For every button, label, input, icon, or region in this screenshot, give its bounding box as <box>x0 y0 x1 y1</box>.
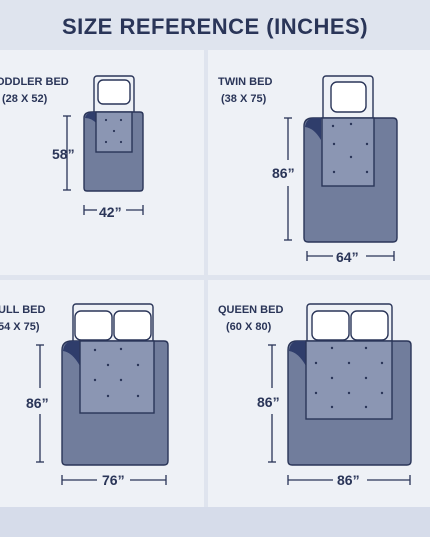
full-blanket-fold <box>63 341 80 366</box>
twin-mattress <box>321 117 375 187</box>
page-title: SIZE REFERENCE (INCHES) <box>61 14 369 39</box>
twin-width-dim: 64” <box>336 249 359 265</box>
toddler-name: ODDLER BED <box>0 76 69 88</box>
queen-width-dim: 86” <box>337 472 360 488</box>
queen-label: QUEEN BED (60 X 80) <box>218 302 283 336</box>
toddler-height-dim: 58” <box>52 146 75 162</box>
queen-bed <box>268 303 412 485</box>
toddler-blanket-fold <box>85 112 97 124</box>
queen-name: QUEEN BED <box>218 304 284 316</box>
full-width-dim: 76” <box>102 472 125 488</box>
full-height-dim: 86” <box>26 395 49 411</box>
queen-pillow-right <box>350 310 389 341</box>
toddler-width-dim: 42” <box>99 204 122 220</box>
twin-bed <box>284 75 398 261</box>
twin-label: TWIN BED (38 X 75) <box>218 74 272 108</box>
queen-blanket-fold <box>289 341 306 366</box>
twin-name: TWIN BED <box>218 76 273 88</box>
twin-pillow <box>330 81 367 113</box>
toddler-pillow <box>97 79 131 105</box>
full-size: 54 X 75) <box>0 321 40 333</box>
full-bed <box>36 303 169 485</box>
toddler-bed <box>63 75 144 215</box>
full-label: ULL BED 54 X 75) <box>0 302 45 336</box>
full-name: ULL BED <box>0 304 46 316</box>
toddler-mattress <box>95 111 133 153</box>
queen-height-dim: 86” <box>257 394 280 410</box>
toddler-size: (28 X 52) <box>2 93 48 105</box>
full-pillow-right <box>113 310 152 341</box>
toddler-label: ODDLER BED (28 X 52) <box>0 74 69 108</box>
full-pillow-left <box>74 310 113 341</box>
queen-size: (60 X 80) <box>226 321 272 333</box>
full-mattress <box>79 340 155 414</box>
twin-height-dim: 86” <box>272 165 295 181</box>
twin-blanket-fold <box>305 118 321 140</box>
bottom-band <box>0 507 430 537</box>
twin-size: (38 X 75) <box>221 93 267 105</box>
queen-mattress <box>305 340 393 420</box>
queen-pillow-left <box>311 310 350 341</box>
